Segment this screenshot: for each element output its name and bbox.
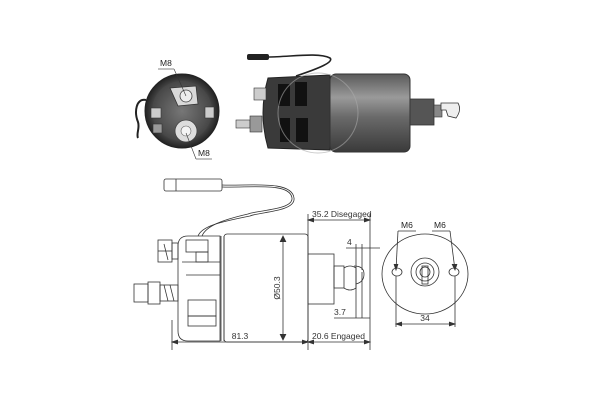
end-view-photo: M8 M8 bbox=[135, 58, 220, 160]
end-label-m8-top: M8 bbox=[160, 58, 172, 68]
front-label-m6-left: M6 bbox=[401, 220, 413, 230]
side-photo bbox=[235, 54, 460, 154]
dim-engaged: 20.6 Engaged bbox=[312, 331, 365, 341]
side-drawing bbox=[133, 178, 380, 350]
dim-gap-3-7: 3.7 bbox=[334, 307, 346, 317]
dim-disengaged: 35.2 Disegaged bbox=[312, 209, 372, 219]
front-label-m6-right: M6 bbox=[434, 220, 446, 230]
end-label-m8-bottom: M8 bbox=[198, 148, 210, 158]
dim-diameter: Ø50.3 bbox=[272, 276, 282, 299]
dim-gap-4: 4 bbox=[347, 237, 352, 247]
dim-hole-spacing: 34 bbox=[420, 313, 430, 323]
dim-body-length: 81.3 bbox=[232, 331, 249, 341]
front-drawing bbox=[381, 230, 469, 327]
